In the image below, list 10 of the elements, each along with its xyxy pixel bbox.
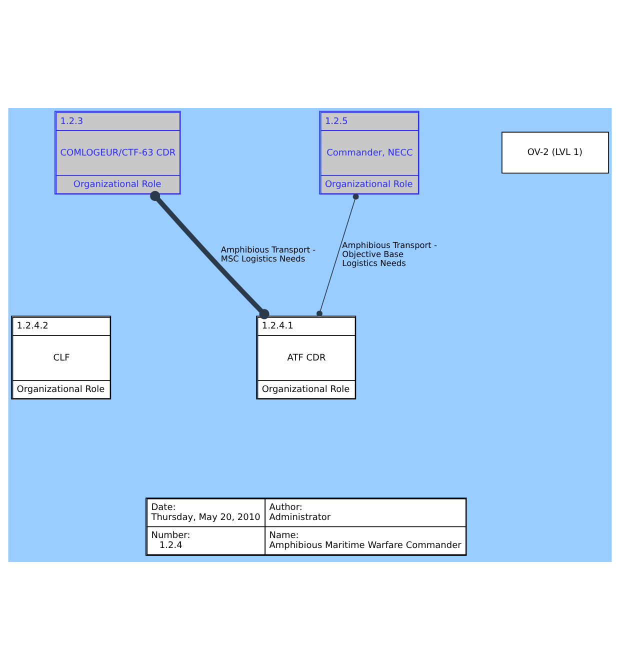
label: Date:: [151, 503, 176, 514]
label: Author:: [269, 503, 302, 514]
label: 1.2.4: [159, 540, 182, 551]
edge-label: Amphibious Transport - Objective Base Logistics Needs: [342, 240, 437, 268]
label: Name:: [269, 531, 299, 542]
edge-label: Amphibious Transport - MSC Logistics Needs: [220, 244, 316, 264]
label: Thursday, May 20, 2010: [151, 513, 260, 524]
label: Number:: [151, 531, 190, 542]
label: Administrator: [269, 513, 331, 524]
label: Amphibious Maritime Warfare Commander: [269, 540, 462, 551]
